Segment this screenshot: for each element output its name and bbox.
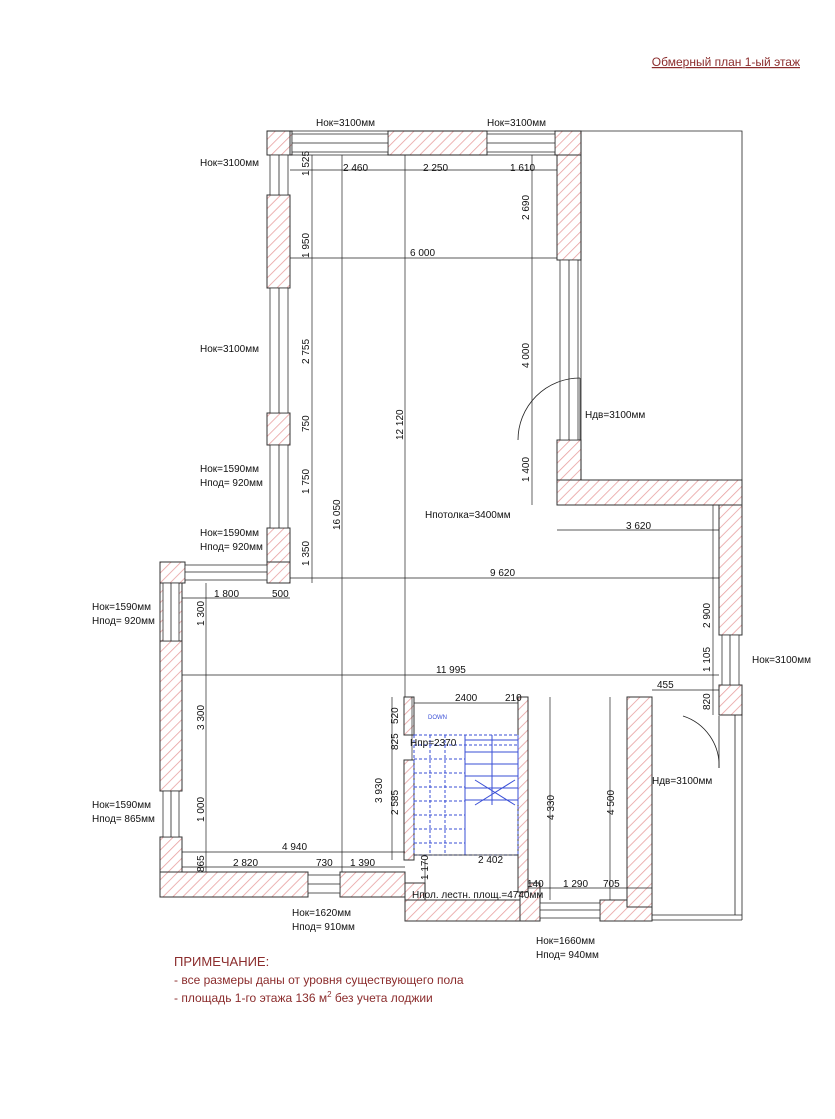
staircase: DOWN bbox=[413, 715, 519, 856]
label-left-window-4-sill: Hпод= 920мм bbox=[200, 542, 263, 553]
dimension-values: 1 525 2 460 2 250 1 610 2 690 1 950 6 00… bbox=[196, 151, 713, 890]
dim-1300: 1 300 bbox=[196, 601, 207, 626]
dim-140: 140 bbox=[527, 879, 544, 890]
label-top-window-1: Hок=3100мм bbox=[316, 118, 375, 129]
labels: Hок=3100мм Hок=3100мм Hок=3100мм Hок=310… bbox=[92, 118, 811, 961]
dim-4940: 4 940 bbox=[282, 842, 307, 853]
label-door-2: Hдв=3100мм bbox=[652, 776, 712, 787]
dim-1350: 1 350 bbox=[301, 541, 312, 566]
label-bottom-window-1-height: Hок=1620мм bbox=[292, 908, 351, 919]
dim-11995: 11 995 bbox=[436, 665, 466, 676]
label-left-window-3-sill: Hпод= 920мм bbox=[200, 478, 263, 489]
dim-3930: 3 930 bbox=[374, 778, 385, 803]
notes-line-1: - все размеры даны от уровня существующе… bbox=[174, 973, 464, 987]
windows bbox=[162, 133, 740, 919]
dim-12120: 12 120 bbox=[395, 409, 406, 440]
dim-4000: 4 000 bbox=[521, 343, 532, 368]
dim-1800: 1 800 bbox=[214, 589, 239, 600]
dim-210: 210 bbox=[505, 693, 522, 704]
label-door-1: Hдв=3100мм bbox=[585, 410, 645, 421]
label-left-window-6-height: Hок=1590мм bbox=[92, 800, 151, 811]
plan-title: Обмерный план 1-ый этаж bbox=[652, 55, 800, 69]
dim-820: 820 bbox=[702, 693, 713, 710]
dim-520: 520 bbox=[390, 707, 401, 724]
notes-line-2: - площадь 1-го этажа 136 м2 без учета ло… bbox=[174, 990, 433, 1005]
dim-500: 500 bbox=[272, 589, 289, 600]
dim-6000: 6 000 bbox=[410, 248, 435, 259]
dim-1750: 1 750 bbox=[301, 469, 312, 494]
label-bottom-window-2-sill: Hпод= 940мм bbox=[536, 950, 599, 961]
dim-4500: 4 500 bbox=[606, 790, 617, 815]
dim-2400: 2400 bbox=[455, 693, 478, 704]
label-left-window-6-sill: Hпод= 865мм bbox=[92, 814, 155, 825]
label-left-window-5-height: Hок=1590мм bbox=[92, 602, 151, 613]
dim-1390: 1 390 bbox=[350, 858, 375, 869]
label-right-window: Hок=3100мм bbox=[752, 655, 811, 666]
label-left-window-1: Hок=3100мм bbox=[200, 158, 259, 169]
dim-2820: 2 820 bbox=[233, 858, 258, 869]
dim-750: 750 bbox=[301, 415, 312, 432]
label-ceiling-height: Hпотолка=3400мм bbox=[425, 510, 511, 521]
label-top-window-2: Hок=3100мм bbox=[487, 118, 546, 129]
doors bbox=[517, 377, 720, 769]
dim-2900: 2 900 bbox=[702, 603, 713, 628]
dim-2460: 2 460 bbox=[343, 163, 368, 174]
dim-1400: 1 400 bbox=[521, 457, 532, 482]
dim-1290: 1 290 bbox=[563, 879, 588, 890]
dim-1950: 1 950 bbox=[301, 233, 312, 258]
label-left-window-4-height: Hок=1590мм bbox=[200, 528, 259, 539]
dim-9620: 9 620 bbox=[490, 568, 515, 579]
dimension-lines bbox=[182, 155, 719, 900]
dim-2402: 2 402 bbox=[478, 855, 503, 866]
dim-1170: 1 170 bbox=[420, 855, 431, 880]
dim-3300: 3 300 bbox=[196, 705, 207, 730]
dim-1000: 1 000 bbox=[196, 797, 207, 822]
dim-16050: 16 050 bbox=[332, 499, 343, 530]
dim-1525: 1 525 bbox=[301, 151, 312, 176]
dim-2250: 2 250 bbox=[423, 163, 448, 174]
dim-2585: 2 585 bbox=[390, 790, 401, 815]
dim-2755: 2 755 bbox=[301, 339, 312, 364]
walls bbox=[159, 130, 743, 922]
label-bottom-window-1-sill: Hпод= 910мм bbox=[292, 922, 355, 933]
label-left-window-5-sill: Hпод= 920мм bbox=[92, 616, 155, 627]
label-left-window-3-height: Hок=1590мм bbox=[200, 464, 259, 475]
label-left-window-2: Hок=3100мм bbox=[200, 344, 259, 355]
dim-730: 730 bbox=[316, 858, 333, 869]
dim-2690: 2 690 bbox=[521, 195, 532, 220]
label-stair-landing-floor: Hпол. лестн. площ.=4740мм bbox=[412, 890, 543, 901]
dim-455: 455 bbox=[657, 680, 674, 691]
dim-1105: 1 105 bbox=[702, 647, 713, 672]
label-bottom-window-2-height: Hок=1660мм bbox=[536, 936, 595, 947]
outline bbox=[267, 130, 743, 921]
dim-705: 705 bbox=[603, 879, 620, 890]
dim-1610: 1 610 bbox=[510, 163, 535, 174]
label-stair-clearance: Hпр=2370 bbox=[410, 738, 457, 749]
dim-825: 825 bbox=[390, 733, 401, 750]
stair-down-label: DOWN bbox=[428, 715, 447, 721]
dim-3620: 3 620 bbox=[626, 521, 651, 532]
dim-865: 865 bbox=[196, 855, 207, 872]
notes-heading: ПРИМЕЧАНИЕ: bbox=[174, 954, 269, 969]
dim-4330: 4 330 bbox=[546, 795, 557, 820]
notes: ПРИМЕЧАНИЕ: - все размеры даны от уровня… bbox=[174, 954, 464, 1005]
